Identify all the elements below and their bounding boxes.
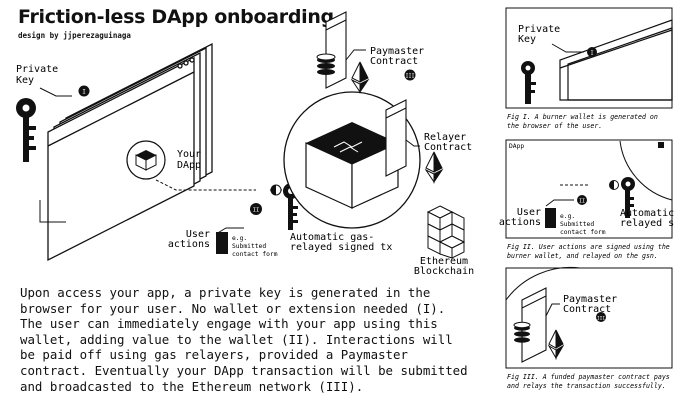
paymaster-label: Paymaster bbox=[370, 46, 424, 57]
user-actions-label-2: actions bbox=[168, 239, 210, 250]
fig3-panel bbox=[505, 266, 673, 369]
relayer-label: Relayer bbox=[424, 132, 466, 143]
byline: design by jjperezaguinaga bbox=[18, 31, 131, 40]
relayer-eth-icon bbox=[424, 151, 444, 184]
ethereum-label-2: Blockchain bbox=[414, 266, 474, 277]
paymaster-eth-icon bbox=[350, 61, 370, 94]
fig1-caption-2: the browser of the user. bbox=[507, 122, 602, 130]
fig2-marker bbox=[577, 195, 587, 205]
fig1-caption: Fig I. A burner wallet is generated on bbox=[507, 113, 658, 121]
fig2-caption: Fig II. User actions are signed using th… bbox=[507, 243, 670, 251]
your-dapp-icon bbox=[126, 140, 166, 180]
private-key-label: Private bbox=[16, 64, 58, 75]
your-dapp-label-2: DApp bbox=[177, 160, 201, 171]
eg-label: e.g. bbox=[232, 235, 247, 242]
fig3-marker-text: III bbox=[597, 316, 606, 322]
paymaster-doc bbox=[325, 11, 347, 89]
fig1-label: Private bbox=[518, 24, 560, 35]
contact-form-icon bbox=[216, 232, 228, 254]
marker-ii bbox=[250, 203, 262, 215]
fig2-eg-3: contact form bbox=[560, 229, 606, 236]
fig1-marker-text: I bbox=[590, 51, 593, 57]
fig2-user-label: User bbox=[517, 207, 541, 218]
eg-label-3: contact form bbox=[232, 251, 278, 258]
fig2-eg-2: Submitted bbox=[560, 221, 594, 228]
marker-i-text: I bbox=[82, 89, 86, 96]
page-title: Friction-less DApp onboarding bbox=[18, 6, 334, 28]
fig2-panel bbox=[505, 139, 673, 239]
marker-iii-text: III bbox=[405, 74, 414, 80]
private-key-icon bbox=[16, 98, 36, 162]
marker-ii-text: II bbox=[253, 208, 260, 214]
fig1-panel bbox=[505, 7, 673, 109]
fig3-label-2: Contract bbox=[563, 304, 611, 315]
user-actions-label: User bbox=[186, 229, 210, 240]
fig2-dapp-fragment: DApp bbox=[509, 143, 524, 150]
fig3-label: Paymaster bbox=[563, 294, 617, 305]
your-dapp-label: Your bbox=[177, 149, 201, 160]
fig2-user-label-2: actions bbox=[499, 217, 541, 228]
paymaster-label-2: Contract bbox=[370, 56, 418, 67]
marker-iii bbox=[404, 69, 416, 81]
ethereum-blockchain-icon bbox=[426, 205, 466, 259]
signing-toggle-icon bbox=[270, 184, 282, 196]
marker-i bbox=[78, 85, 90, 97]
fig1-marker bbox=[587, 47, 597, 57]
ethereum-label: Ethereum bbox=[420, 256, 468, 267]
fig3-marker bbox=[596, 312, 606, 322]
fig2-auto-label-2: relayed s bbox=[620, 218, 674, 229]
fig2-caption-2: burner wallet, and relayed on the gsn. bbox=[507, 252, 658, 260]
fig1-label-2: Key bbox=[518, 34, 536, 45]
fig3-caption: Fig III. A funded paymaster contract pay… bbox=[507, 373, 670, 381]
eg-label-2: Submitted bbox=[232, 243, 266, 250]
relayer-label-2: Contract bbox=[424, 142, 472, 153]
paymaster-coins-icon bbox=[316, 53, 336, 75]
auto-tx-label-2: relayed signed tx bbox=[290, 242, 392, 253]
fig2-marker-text: II bbox=[579, 199, 585, 205]
fig3-caption-2: and relays the transaction successfully. bbox=[507, 382, 666, 390]
fig2-eg: e.g. bbox=[560, 213, 575, 220]
fig2-auto-label: Automatic bbox=[620, 208, 674, 219]
description-paragraph: Upon access your app, a private key is g… bbox=[20, 285, 468, 394]
auto-tx-label: Automatic gas- bbox=[290, 232, 374, 243]
private-key-label-2: Key bbox=[16, 75, 34, 86]
relayer-doc bbox=[385, 99, 407, 177]
